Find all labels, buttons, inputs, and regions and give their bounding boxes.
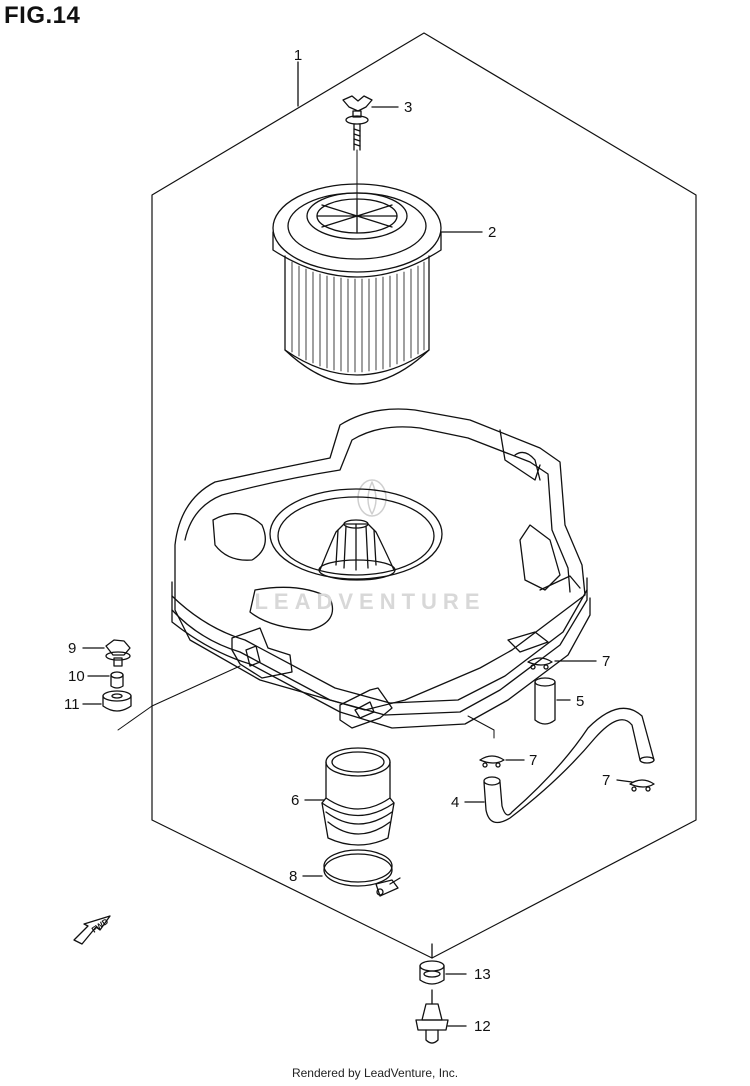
callout-10: 10 [68, 668, 85, 685]
drain-plug-part [415, 989, 449, 1044]
assembly-boundary [151, 32, 697, 959]
grommet-part [419, 960, 445, 985]
watermark-text: LEADVENTURE [254, 589, 485, 614]
callout-11: 11 [64, 696, 80, 713]
callout-3: 3 [404, 99, 412, 116]
intake-joint-part [321, 747, 395, 846]
clip-part-upper [527, 657, 553, 670]
callout-1: 1 [294, 47, 302, 64]
callout-6: 6 [291, 792, 299, 809]
bolt-part [105, 639, 131, 667]
footer-credit: Rendered by LeadVenture, Inc. [291, 1066, 459, 1080]
leader-line-7c [616, 779, 633, 783]
callout-9: 9 [68, 640, 76, 657]
callout-4: 4 [451, 794, 459, 811]
watermark [357, 479, 387, 517]
drain-hose-part [483, 707, 655, 824]
leader-line-11 [117, 665, 241, 731]
figure-title: FIG.14 [4, 2, 81, 29]
clamp-part [323, 849, 401, 897]
clip-part-right [629, 779, 655, 792]
air-filter-part [272, 183, 442, 385]
callout-2: 2 [488, 224, 496, 241]
callout-13: 13 [474, 966, 491, 983]
callout-7-upper: 7 [602, 653, 610, 670]
leader-line-hose [467, 715, 495, 739]
clip-part-middle [479, 755, 505, 768]
collar-part [110, 671, 124, 689]
callout-7-middle: 7 [529, 752, 537, 769]
cushion-part [102, 690, 132, 712]
callout-12: 12 [474, 1018, 491, 1035]
filter-pleats [291, 261, 425, 373]
callout-7-right: 7 [602, 772, 610, 789]
short-hose-part [534, 677, 556, 725]
callout-5: 5 [576, 693, 584, 710]
callout-8: 8 [289, 868, 297, 885]
air-cleaner-case [171, 408, 591, 729]
callout-labels: 1 2 3 4 5 6 7 7 7 8 9 10 11 12 13 [64, 47, 610, 1035]
wing-bolt-part [342, 95, 373, 219]
fwd-arrow-icon [73, 915, 111, 945]
